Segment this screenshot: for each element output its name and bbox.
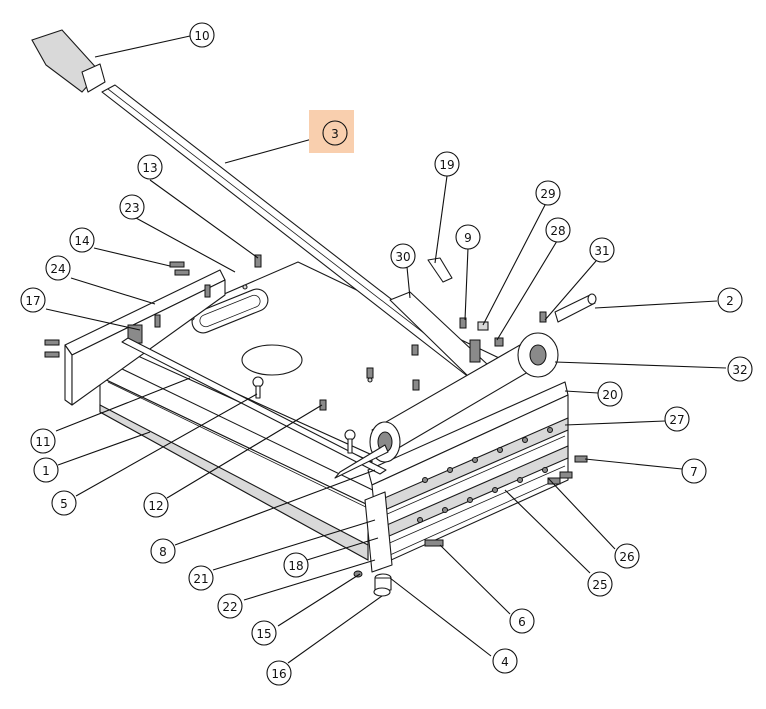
callout-11-label: 11 <box>35 435 50 449</box>
callout-22[interactable]: 22 <box>217 593 243 619</box>
callout-32[interactable]: 32 <box>727 356 753 382</box>
callout-2[interactable]: 2 <box>717 287 743 313</box>
callout-23-label: 23 <box>124 201 139 215</box>
callout-3-label: 3 <box>331 127 339 141</box>
callout-4[interactable]: 4 <box>492 648 518 674</box>
callout-6-label: 6 <box>518 615 526 629</box>
callout-26-label: 26 <box>619 550 634 564</box>
callout-19[interactable]: 19 <box>434 151 460 177</box>
callout-19-label: 19 <box>439 158 454 172</box>
callout-15[interactable]: 15 <box>251 620 277 646</box>
callout-16-label: 16 <box>271 667 286 681</box>
callout-23[interactable]: 23 <box>119 194 145 220</box>
callout-3[interactable]: 3 <box>322 120 348 146</box>
callout-24[interactable]: 24 <box>45 255 71 281</box>
callout-15-label: 15 <box>256 627 271 641</box>
callout-13[interactable]: 13 <box>137 154 163 180</box>
callout-4-label: 4 <box>501 655 509 669</box>
callout-9[interactable]: 9 <box>455 224 481 250</box>
callout-30-label: 30 <box>395 250 410 264</box>
pin <box>554 293 597 323</box>
callout-17-label: 17 <box>25 294 40 308</box>
callout-21[interactable]: 21 <box>188 565 214 591</box>
callout-20[interactable]: 20 <box>597 381 623 407</box>
pivot-roller <box>334 332 559 479</box>
callout-28[interactable]: 28 <box>545 217 571 243</box>
callout-14[interactable]: 14 <box>69 227 95 253</box>
callout-12-label: 12 <box>148 499 163 513</box>
callout-25[interactable]: 25 <box>587 571 613 597</box>
callout-31[interactable]: 31 <box>589 237 615 263</box>
callout-16[interactable]: 16 <box>266 660 292 686</box>
callout-7-label: 7 <box>690 465 698 479</box>
callout-21-label: 21 <box>193 572 208 586</box>
leader-lines <box>45 35 727 664</box>
callout-2-label: 2 <box>726 294 734 308</box>
callout-11[interactable]: 11 <box>30 428 56 454</box>
callout-25-label: 25 <box>592 578 607 592</box>
callout-32-label: 32 <box>732 363 747 377</box>
callout-8-label: 8 <box>159 545 167 559</box>
callout-13-label: 13 <box>142 161 157 175</box>
guide-rod <box>121 337 387 475</box>
callout-26[interactable]: 26 <box>614 543 640 569</box>
callout-5-label: 5 <box>60 497 68 511</box>
callout-18-label: 18 <box>288 559 303 573</box>
handle-grip <box>31 29 106 93</box>
callout-22-label: 22 <box>222 600 237 614</box>
callout-1[interactable]: 1 <box>33 457 59 483</box>
callout-29[interactable]: 29 <box>535 180 561 206</box>
fence-stop <box>64 269 226 406</box>
callout-5[interactable]: 5 <box>51 490 77 516</box>
callout-20-label: 20 <box>602 388 617 402</box>
callout-27[interactable]: 27 <box>664 406 690 432</box>
callout-27-label: 27 <box>669 413 684 427</box>
callout-18[interactable]: 18 <box>283 552 309 578</box>
callout-10-label: 10 <box>194 29 209 43</box>
callout-10[interactable]: 10 <box>189 22 215 48</box>
callout-7[interactable]: 7 <box>681 458 707 484</box>
bracket <box>427 257 453 283</box>
callout-1-label: 1 <box>42 464 50 478</box>
callout-12[interactable]: 12 <box>143 492 169 518</box>
callout-31-label: 31 <box>594 244 609 258</box>
callout-14-label: 14 <box>74 234 89 248</box>
callout-8[interactable]: 8 <box>150 538 176 564</box>
callout-28-label: 28 <box>550 224 565 238</box>
callout-17[interactable]: 17 <box>20 287 46 313</box>
base-housing <box>99 366 384 561</box>
callout-30[interactable]: 30 <box>390 243 416 269</box>
callout-6[interactable]: 6 <box>509 608 535 634</box>
callout-29-label: 29 <box>540 187 555 201</box>
callout-24-label: 24 <box>50 262 65 276</box>
callout-9-label: 9 <box>464 231 472 245</box>
